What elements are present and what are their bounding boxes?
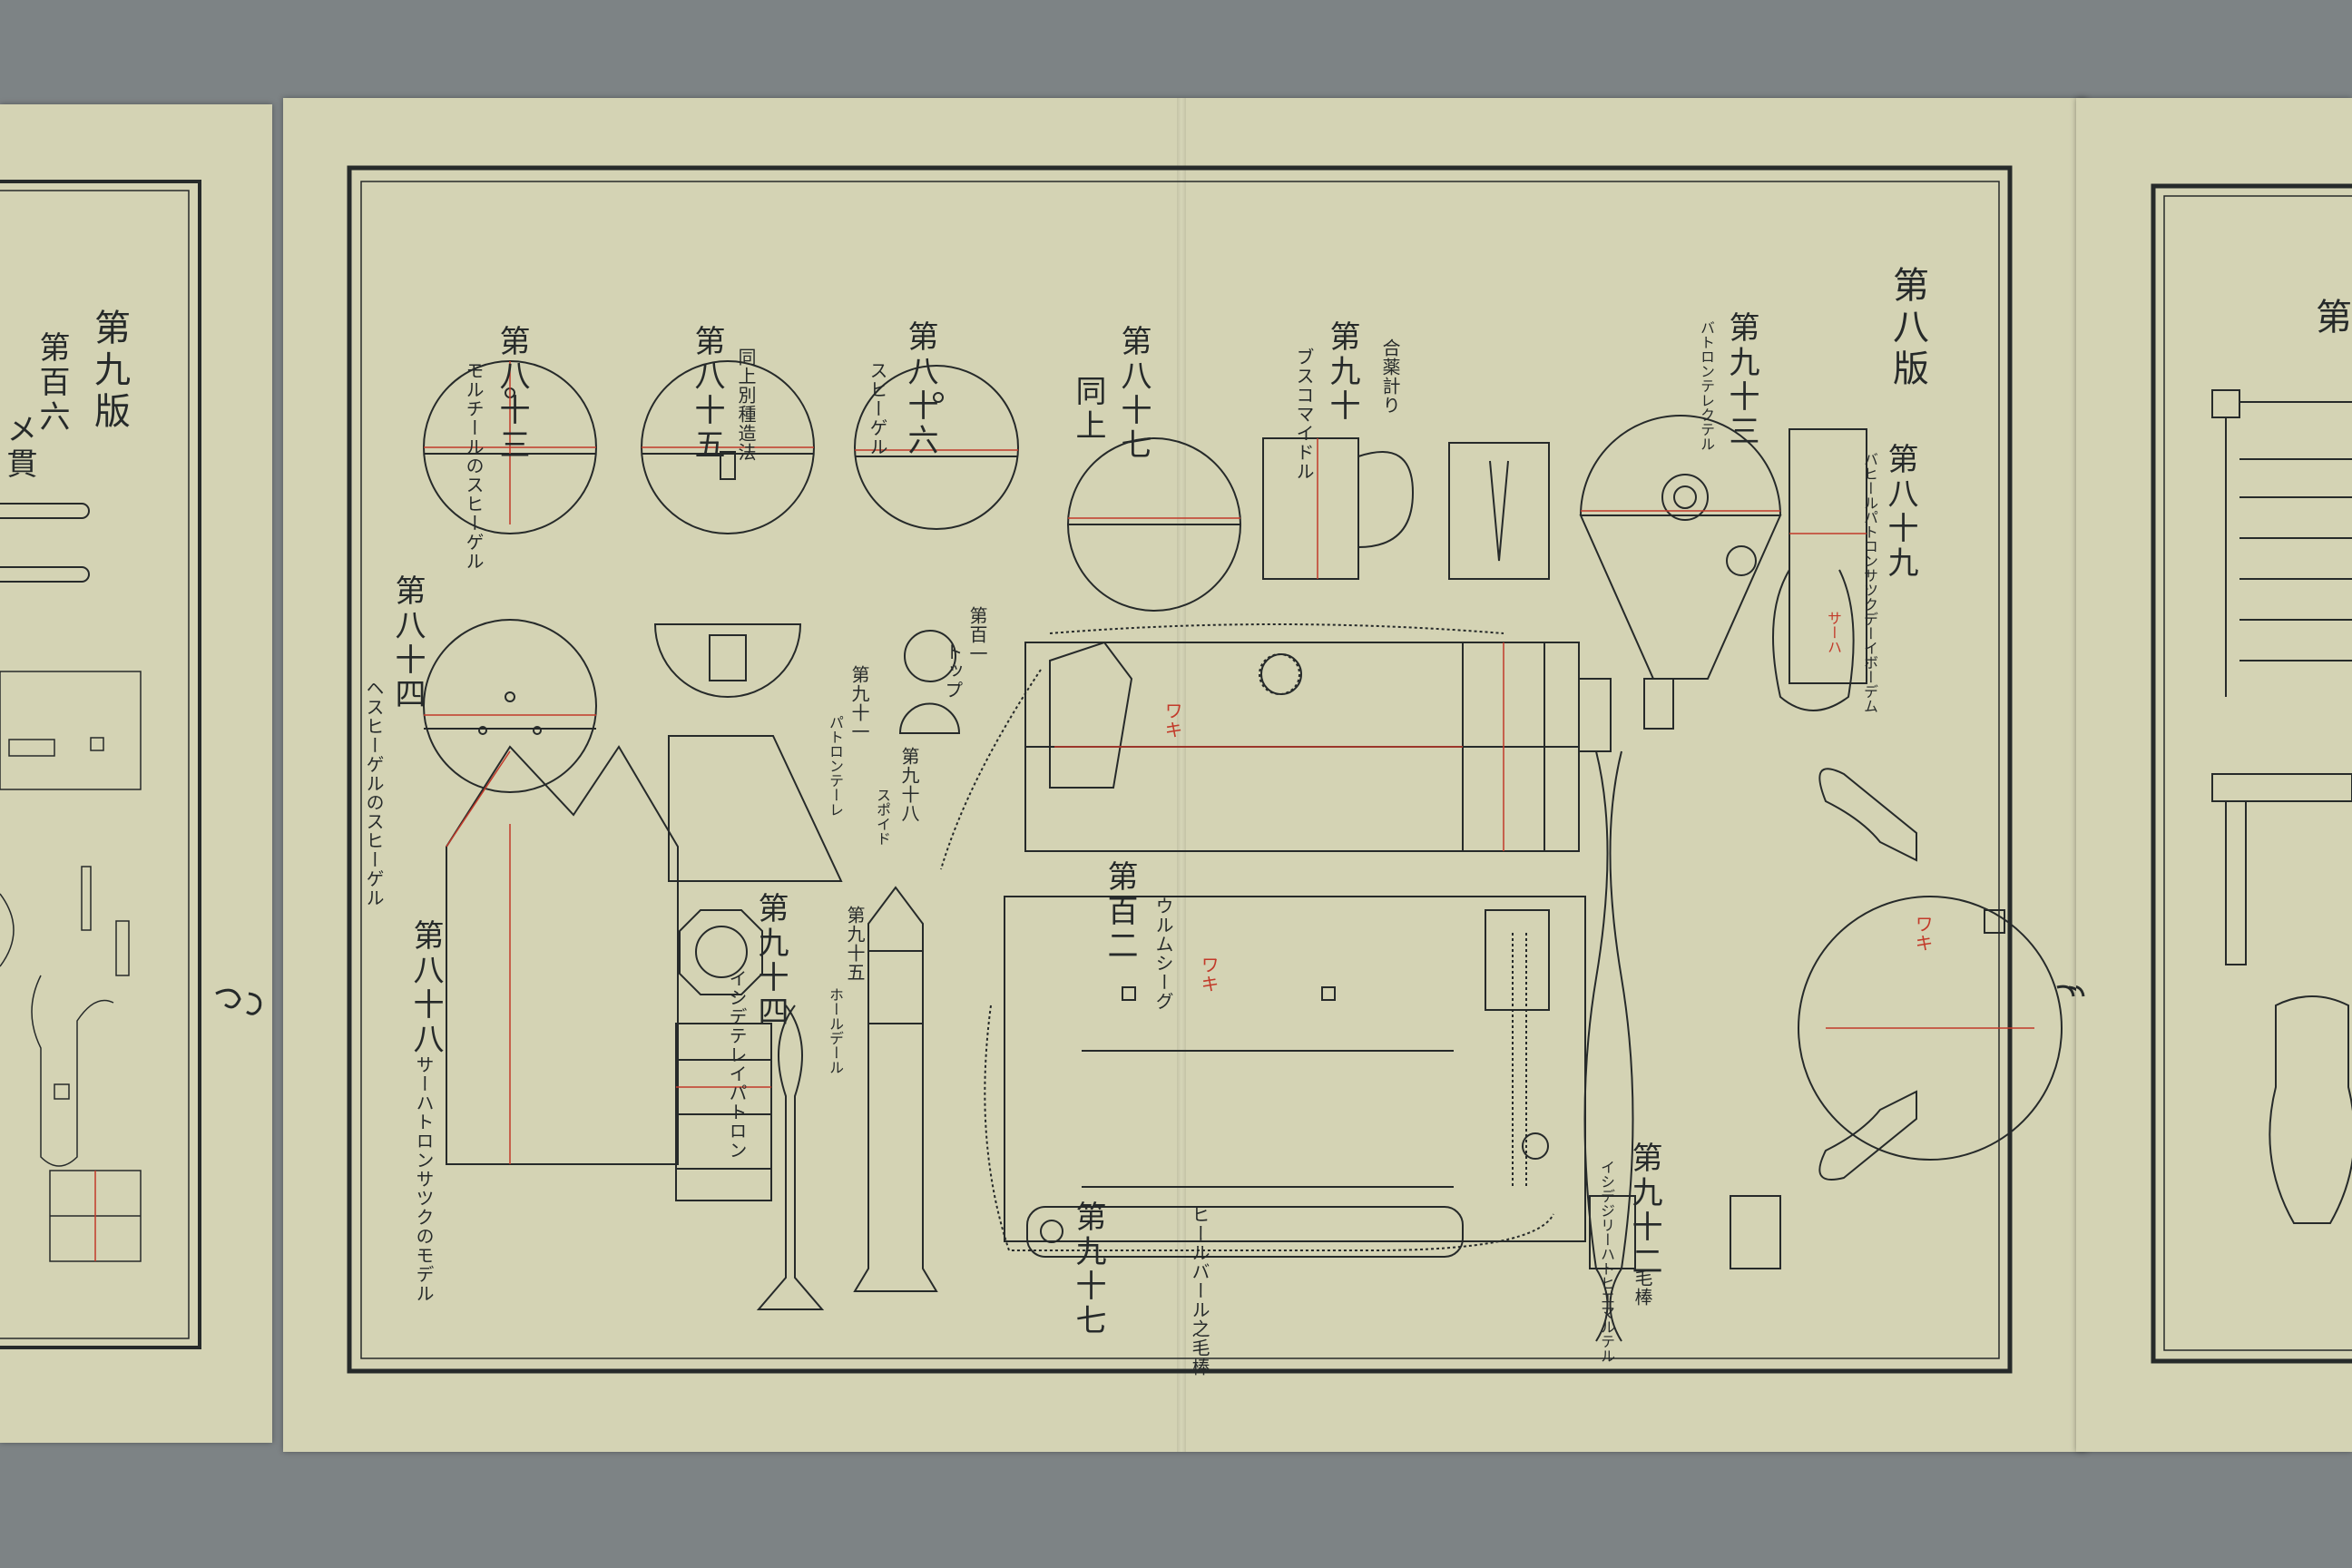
fig-97-number: 第九十七: [1070, 1200, 1106, 1338]
fig-83-number: 第八十三: [494, 325, 530, 463]
left-plate-label: 第九版: [88, 309, 130, 434]
fig-90-caption: ブスコマイドル: [1293, 348, 1315, 481]
main-plate-drawing: [347, 165, 2082, 1374]
fig-95-number: 第九十五: [844, 906, 866, 982]
fig-84-number: 第八十四: [389, 574, 426, 712]
fig-97-caption: ヒールバール之毛棒: [1189, 1205, 1210, 1377]
fig-88-number: 第八十八: [407, 919, 444, 1057]
fig-94-number: 第九十四: [752, 892, 789, 1030]
fig-92-caption: 毛棒: [1632, 1269, 1653, 1307]
center-fold: [1177, 98, 1186, 1452]
right-figure-label: 第: [2309, 298, 2351, 339]
fig-101-number: 第百一: [966, 606, 988, 663]
fig-91-number: 第九十一: [848, 665, 870, 741]
fig-88-caption: サーハトロンサツクのモデル: [413, 1055, 435, 1303]
fig-102-number: 第百二: [1102, 860, 1138, 964]
fig-83-caption: モルチールのスヒーゲル: [463, 361, 485, 571]
left-figure-label: 第百六: [34, 331, 70, 435]
fig-93-number: 第九十三: [1723, 311, 1759, 449]
fig-98-caption: スポイド: [874, 788, 891, 846]
fig-86-number: 第八十六: [902, 320, 938, 458]
fig-87-caption: 同上: [1070, 375, 1106, 444]
fig-90b-caption: 合薬計り: [1379, 338, 1401, 415]
wood-mark-upper: ワキ: [1161, 701, 1183, 740]
fig-87-number: 第八十七: [1115, 325, 1152, 463]
fig-93-caption: バトロンテレクテル: [1698, 320, 1715, 451]
left-plate-drawing: [0, 180, 262, 1349]
fig-102-caption: ウルムシーグ: [1152, 897, 1174, 1011]
right-plate-sheet: 第: [2076, 98, 2352, 1452]
fig-92-number: 第九十二: [1626, 1142, 1662, 1279]
fig-89-caption: バヒールパトロンサツクデーイボーデム: [1861, 452, 1878, 713]
cord-mark: サーハ: [1825, 611, 1842, 654]
right-plate-drawing: [2076, 183, 2352, 1364]
fig-85-caption: 同上別種造法: [735, 348, 757, 462]
wood-mark-right: ワキ: [1912, 915, 1934, 953]
fig-94-caption: イシデテレイパトロン: [726, 969, 748, 1160]
fig-101-caption: トップ: [942, 642, 964, 700]
fig-90-number: 第九十: [1324, 320, 1360, 424]
fig-95-caption: ホールデール: [827, 987, 844, 1074]
left-plate-sheet: 第九版 第百六 メ貫: [0, 104, 272, 1443]
fig-84-caption: ヘスヒーゲルのスヒーゲル: [363, 679, 385, 907]
main-plate-sheet: 第八版 第八十三 モルチールのスヒーゲル 第八十四 ヘスヒーゲルのスヒーゲル 第…: [283, 98, 2087, 1452]
fig-91-caption: パトロンテーレ: [827, 715, 844, 817]
fig-98-number: 第九十八: [898, 747, 920, 823]
left-figure-caption: メ貫: [1, 413, 37, 482]
fig-89-number: 第八十九: [1882, 443, 1918, 581]
wood-mark-lower: ワキ: [1198, 956, 1220, 994]
fig-85-number: 第八十五: [689, 325, 725, 463]
main-plate-label: 第八版: [1886, 266, 1928, 391]
fig-86-caption: スヒーゲル: [867, 361, 888, 456]
fig-92b-caption: イシデジリーハトヒエマルテル: [1598, 1160, 1615, 1363]
